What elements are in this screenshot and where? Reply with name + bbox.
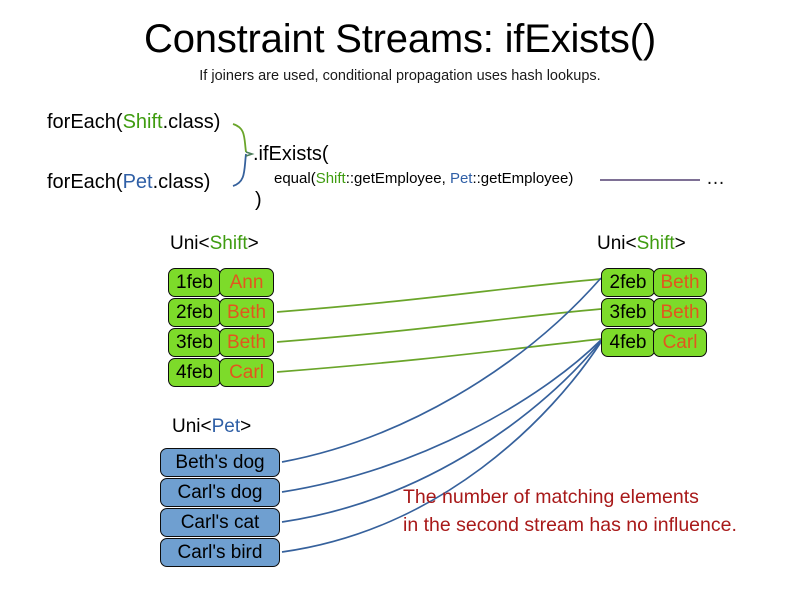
shift-name-cell: Beth: [219, 328, 274, 357]
table-row[interactable]: 3feb Beth: [168, 328, 274, 357]
label-uni-shift-right: Uni<Shift>: [597, 232, 686, 255]
type-shift: Shift: [209, 233, 248, 254]
label-text: Uni<: [597, 233, 637, 254]
shift-date-cell: 3feb: [601, 298, 655, 327]
shift-date-cell: 1feb: [168, 268, 221, 297]
shift-name-cell: Carl: [219, 358, 274, 387]
label-text: >: [674, 233, 686, 254]
page-title: Constraint Streams: ifExists(): [144, 17, 656, 61]
list-item[interactable]: Carl's dog: [160, 478, 280, 507]
code-text: .class): [162, 111, 221, 133]
code-text: forEach(: [47, 171, 123, 193]
code-ellipsis: …: [706, 168, 725, 189]
table-row[interactable]: 3feb Beth: [601, 298, 707, 327]
shift-date-cell: 4feb: [601, 328, 655, 357]
shift-name-cell: Carl: [653, 328, 707, 357]
shift-name-cell: Beth: [653, 298, 707, 327]
table-row[interactable]: 2feb Beth: [601, 268, 707, 297]
label-text: >: [240, 416, 252, 437]
shift-date-cell: 3feb: [168, 328, 221, 357]
code-foreach-pet: forEach(Pet.class): [47, 170, 210, 194]
table-row[interactable]: 2feb Beth: [168, 298, 274, 327]
note-line-1: The number of matching elements: [403, 486, 699, 508]
code-text: ::getEmployee): [472, 170, 574, 187]
table-row[interactable]: 4feb Carl: [601, 328, 707, 357]
shift-name-cell: Beth: [219, 298, 274, 327]
page-subtitle: If joiners are used, conditional propaga…: [199, 68, 601, 84]
shift-name-cell: Beth: [653, 268, 707, 297]
code-ifexists: .ifExists(: [253, 143, 329, 165]
shift-date-cell: 2feb: [601, 268, 655, 297]
type-pet: Pet: [122, 171, 153, 193]
annotation-note: The number of matching elements in the s…: [403, 483, 737, 539]
label-uni-shift-left: Uni<Shift>: [170, 232, 259, 255]
label-uni-pet: Uni<Pet>: [172, 415, 251, 438]
type-pet: Pet: [449, 170, 473, 187]
list-item[interactable]: Carl's bird: [160, 538, 280, 567]
shift-name-cell: Ann: [219, 268, 274, 297]
list-item[interactable]: Carl's cat: [160, 508, 280, 537]
code-text: equal(: [274, 170, 316, 187]
type-shift: Shift: [122, 111, 163, 133]
label-text: >: [247, 233, 259, 254]
code-equal-joiner: equal(Shift::getEmployee, Pet::getEmploy…: [274, 170, 573, 188]
shift-date-cell: 2feb: [168, 298, 221, 327]
list-item[interactable]: Beth's dog: [160, 448, 280, 477]
table-row[interactable]: 1feb Ann: [168, 268, 274, 297]
code-close-paren: ): [255, 189, 262, 211]
type-shift: Shift: [636, 233, 675, 254]
type-pet: Pet: [211, 416, 241, 437]
type-shift: Shift: [315, 170, 346, 187]
code-foreach-shift: forEach(Shift.class): [47, 110, 220, 134]
code-text: ::getEmployee,: [345, 170, 450, 187]
shift-date-cell: 4feb: [168, 358, 221, 387]
code-text: .class): [152, 171, 211, 193]
label-text: Uni<: [172, 416, 212, 437]
table-row[interactable]: 4feb Carl: [168, 358, 274, 387]
label-text: Uni<: [170, 233, 210, 254]
code-text: forEach(: [47, 111, 123, 133]
note-line-2: in the second stream has no influence.: [403, 514, 737, 536]
